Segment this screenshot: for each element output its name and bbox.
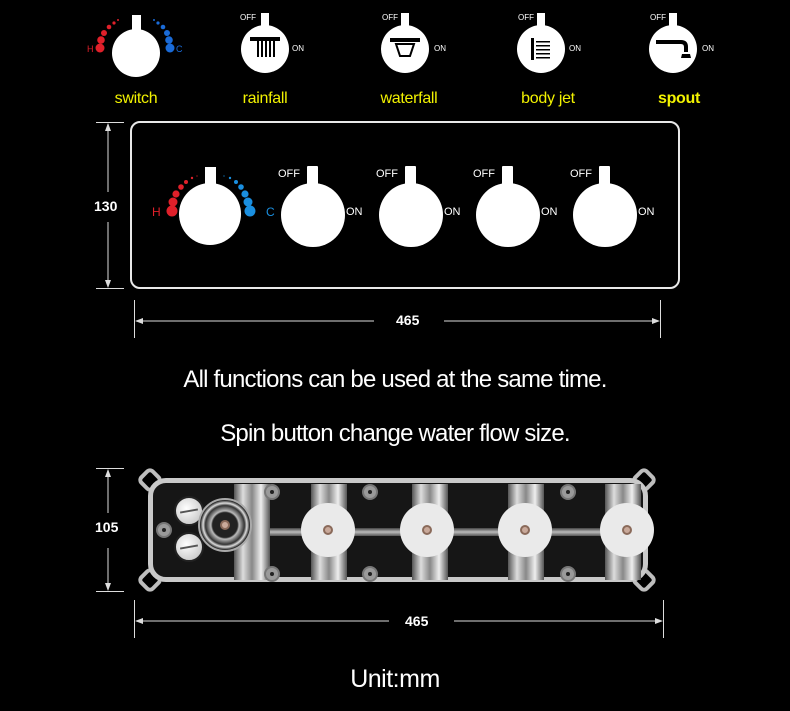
dimension-tick: [134, 300, 135, 338]
panel-width-dimension: 465: [396, 312, 420, 328]
mounting-lug: [264, 484, 280, 500]
spout-icon: [649, 13, 697, 73]
hot-label: H: [152, 205, 161, 219]
off-label: OFF: [518, 13, 534, 22]
legend-item-spout: OFF ON spout: [623, 10, 733, 110]
hot-label: H: [87, 44, 94, 54]
on-label: ON: [541, 206, 558, 218]
on-label: ON: [569, 44, 581, 53]
dimension-tick: [663, 600, 664, 638]
valve-height-dimension: 105: [95, 519, 119, 535]
diverter-cartridge-1: [301, 503, 355, 557]
on-label: ON: [292, 44, 304, 53]
rainfall-shower-icon: [241, 13, 289, 73]
headline-simultaneous-use: All functions can be used at the same ti…: [183, 366, 607, 393]
legend-label-spout: spout: [657, 90, 701, 107]
mounting-lug: [264, 566, 280, 582]
stop-screw: [174, 532, 204, 562]
dimension-tick: [96, 122, 124, 123]
diverter-knob-body-jet: [476, 183, 540, 247]
diverter-cartridge-2: [400, 503, 454, 557]
dimension-tick: [96, 591, 124, 592]
body-jet-icon: [517, 13, 565, 73]
width-dimension-arrow: [135, 318, 660, 324]
legend-item-body-jet: OFF ON body jet: [492, 10, 602, 110]
dimension-tick: [134, 600, 135, 638]
legend-label-body-jet: body jet: [521, 90, 575, 107]
cartridge-spindle: [422, 525, 432, 535]
concealed-valve-photo: [135, 465, 659, 595]
mounting-lug: [362, 484, 378, 500]
diverter-cartridge-3: [498, 503, 552, 557]
off-label: OFF: [570, 168, 592, 180]
on-label: ON: [444, 206, 461, 218]
diverter-cartridge-4: [600, 503, 654, 557]
cold-label: C: [176, 44, 183, 54]
off-label: OFF: [650, 13, 666, 22]
unit-label: Unit:mm: [350, 665, 440, 693]
cartridge-spindle: [520, 525, 530, 535]
height-dimension-arrow: [105, 123, 111, 288]
knob-pointer: [405, 166, 416, 188]
off-label: OFF: [376, 168, 398, 180]
legend-label-switch: switch: [114, 90, 158, 107]
legend-label-rainfall: rainfall: [242, 90, 288, 107]
mounting-lug: [560, 484, 576, 500]
legend-label-waterfall: waterfall: [380, 90, 438, 107]
cartridge-spindle: [622, 525, 632, 535]
on-label: ON: [702, 44, 714, 53]
legend-item-rainfall: OFF ON rainfall: [208, 10, 318, 110]
mounting-lug: [156, 522, 172, 538]
legend-item-switch: H C switch: [74, 10, 184, 110]
thermostatic-cartridge: [198, 498, 252, 552]
knob-pointer: [599, 166, 610, 188]
panel-height-dimension: 130: [94, 198, 118, 214]
off-label: OFF: [278, 168, 300, 180]
waterfall-shower-icon: [381, 13, 429, 73]
off-label: OFF: [382, 13, 398, 22]
off-label: OFF: [473, 168, 495, 180]
diverter-knob-spout: [573, 183, 637, 247]
height-dimension-arrow: [105, 469, 111, 591]
diverter-knob-rainfall: [281, 183, 345, 247]
off-label: OFF: [240, 13, 256, 22]
mounting-lug: [362, 566, 378, 582]
width-dimension-arrow: [135, 618, 663, 624]
temperature-dial: [166, 167, 256, 245]
on-label: ON: [638, 206, 655, 218]
control-panel-outline: [130, 121, 680, 289]
cartridge-spindle: [323, 525, 333, 535]
cold-label: C: [266, 205, 275, 219]
dimension-tick: [660, 300, 661, 338]
legend-item-waterfall: OFF ON waterfall: [354, 10, 464, 110]
dimension-tick: [96, 288, 124, 289]
cartridge-spindle: [220, 520, 230, 530]
valve-width-dimension: 465: [405, 613, 429, 629]
hot-cold-dial-icon: [95, 15, 175, 77]
diverter-knob-waterfall: [379, 183, 443, 247]
on-label: ON: [346, 206, 363, 218]
dimension-tick: [96, 468, 124, 469]
knob-pointer: [307, 166, 318, 188]
headline-flow-size: Spin button change water flow size.: [220, 420, 570, 447]
mounting-lug: [560, 566, 576, 582]
on-label: ON: [434, 44, 446, 53]
knob-pointer: [502, 166, 513, 188]
